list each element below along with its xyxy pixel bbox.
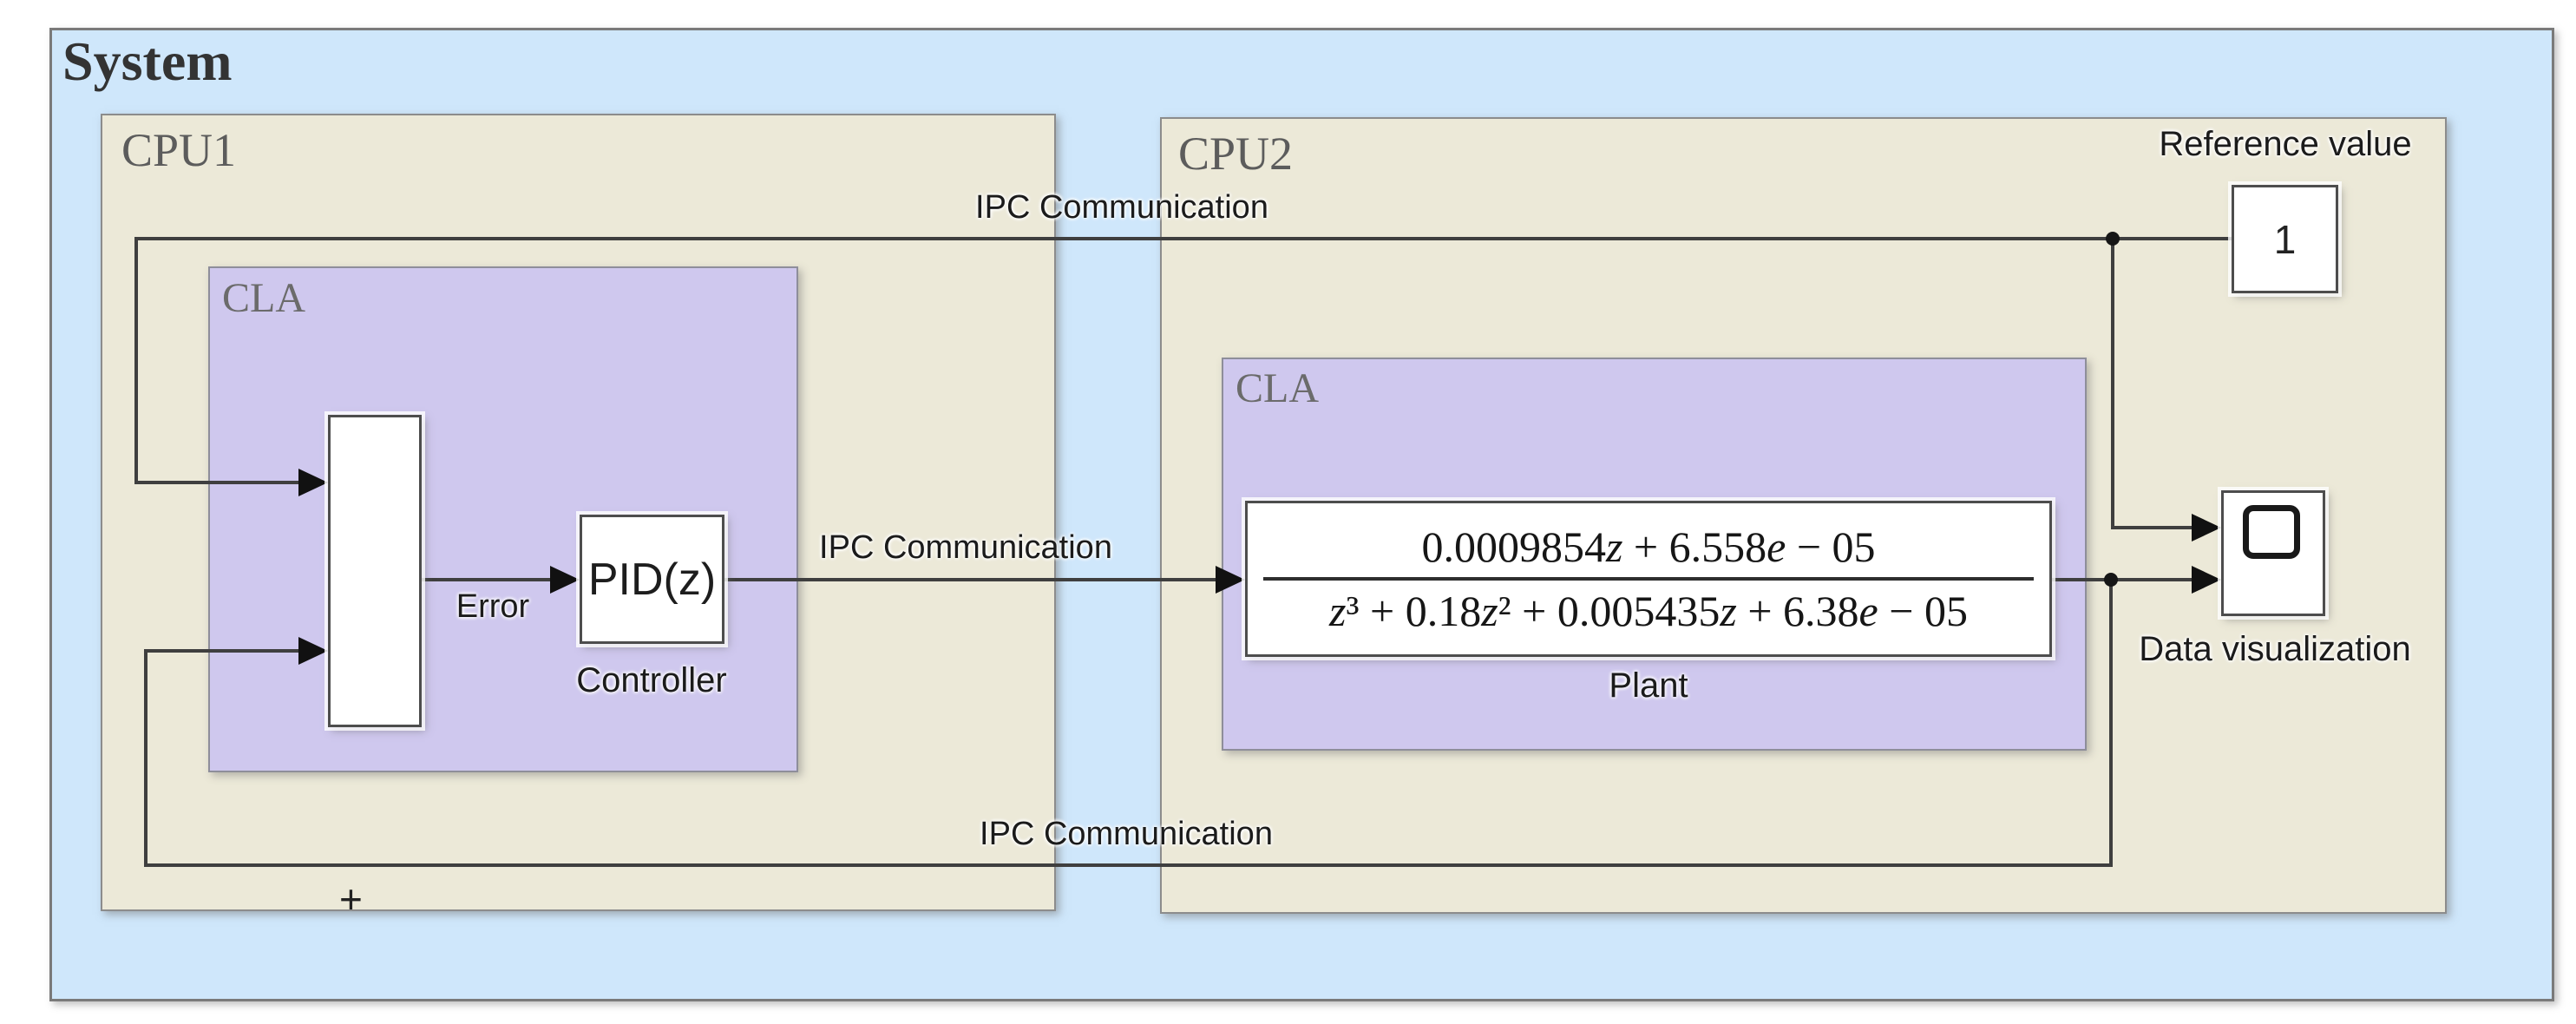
ipc-mid-label: IPC Communication — [819, 529, 1112, 566]
sum-plus-sign: + — [339, 876, 363, 922]
scope-block-label: Data visualization — [2139, 630, 2411, 668]
wire-ipc-bottom[interactable] — [144, 863, 2113, 867]
scope-screen-icon — [2243, 505, 2300, 559]
controller-block-label: Controller — [576, 661, 727, 699]
sum-block[interactable]: + − — [328, 415, 422, 919]
scope-block[interactable] — [2221, 490, 2325, 616]
cpu2-cla-label: CLA — [1236, 365, 1319, 411]
arrowhead-plant-input — [1216, 566, 1245, 594]
ipc-top-label: IPC Communication — [975, 189, 1268, 226]
wire-feedback-drop[interactable] — [2109, 578, 2113, 865]
wire-scope-input1[interactable] — [2111, 526, 2193, 529]
wire-ipc-mid[interactable] — [724, 578, 1216, 581]
arrowhead-scope-input1 — [2192, 514, 2221, 542]
plant-numerator: 0.0009854z + 6.558e − 05 — [1421, 522, 1876, 571]
plant-block-label: Plant — [1609, 666, 1688, 705]
cpu1-cla-label: CLA — [222, 275, 305, 321]
wire-ipc-top-drop[interactable] — [134, 237, 138, 482]
wire-plant-output[interactable] — [2052, 578, 2192, 581]
reference-constant-block[interactable]: 1 — [2232, 185, 2338, 293]
arrowhead-pid-input — [550, 566, 580, 594]
junction-dot-reference — [2106, 232, 2120, 246]
arrowhead-sum-minus — [298, 637, 328, 665]
cpu2-label: CPU2 — [1178, 128, 1294, 180]
ipc-bottom-label: IPC Communication — [980, 816, 1273, 852]
wire-feedback-rise[interactable] — [144, 649, 147, 867]
wire-ref-to-scope[interactable] — [2111, 237, 2114, 528]
reference-constant-value: 1 — [2273, 216, 2297, 262]
fraction-bar — [1263, 577, 2034, 581]
junction-dot-feedback — [2104, 573, 2118, 587]
arrowhead-sum-plus — [298, 469, 328, 496]
wire-sum-plus-input[interactable] — [134, 481, 300, 484]
wire-error[interactable] — [422, 578, 552, 581]
cpu1-label: CPU1 — [121, 124, 237, 176]
plant-denominator: z³ + 0.18z² + 0.005435z + 6.38e − 05 — [1329, 587, 1968, 635]
pid-controller-block[interactable]: PID(z) — [580, 515, 724, 644]
arrowhead-scope-input2 — [2192, 566, 2221, 594]
reference-block-label: Reference value — [2159, 125, 2412, 163]
plant-transfer-function-block[interactable]: 0.0009854z + 6.558e − 05 z³ + 0.18z² + 0… — [1245, 501, 2052, 657]
wire-sum-minus-input[interactable] — [144, 649, 300, 653]
pid-block-text: PID(z) — [587, 554, 717, 605]
system-title: System — [62, 30, 233, 92]
error-signal-label: Error — [456, 588, 530, 625]
wire-ipc-top[interactable] — [136, 237, 2232, 240]
